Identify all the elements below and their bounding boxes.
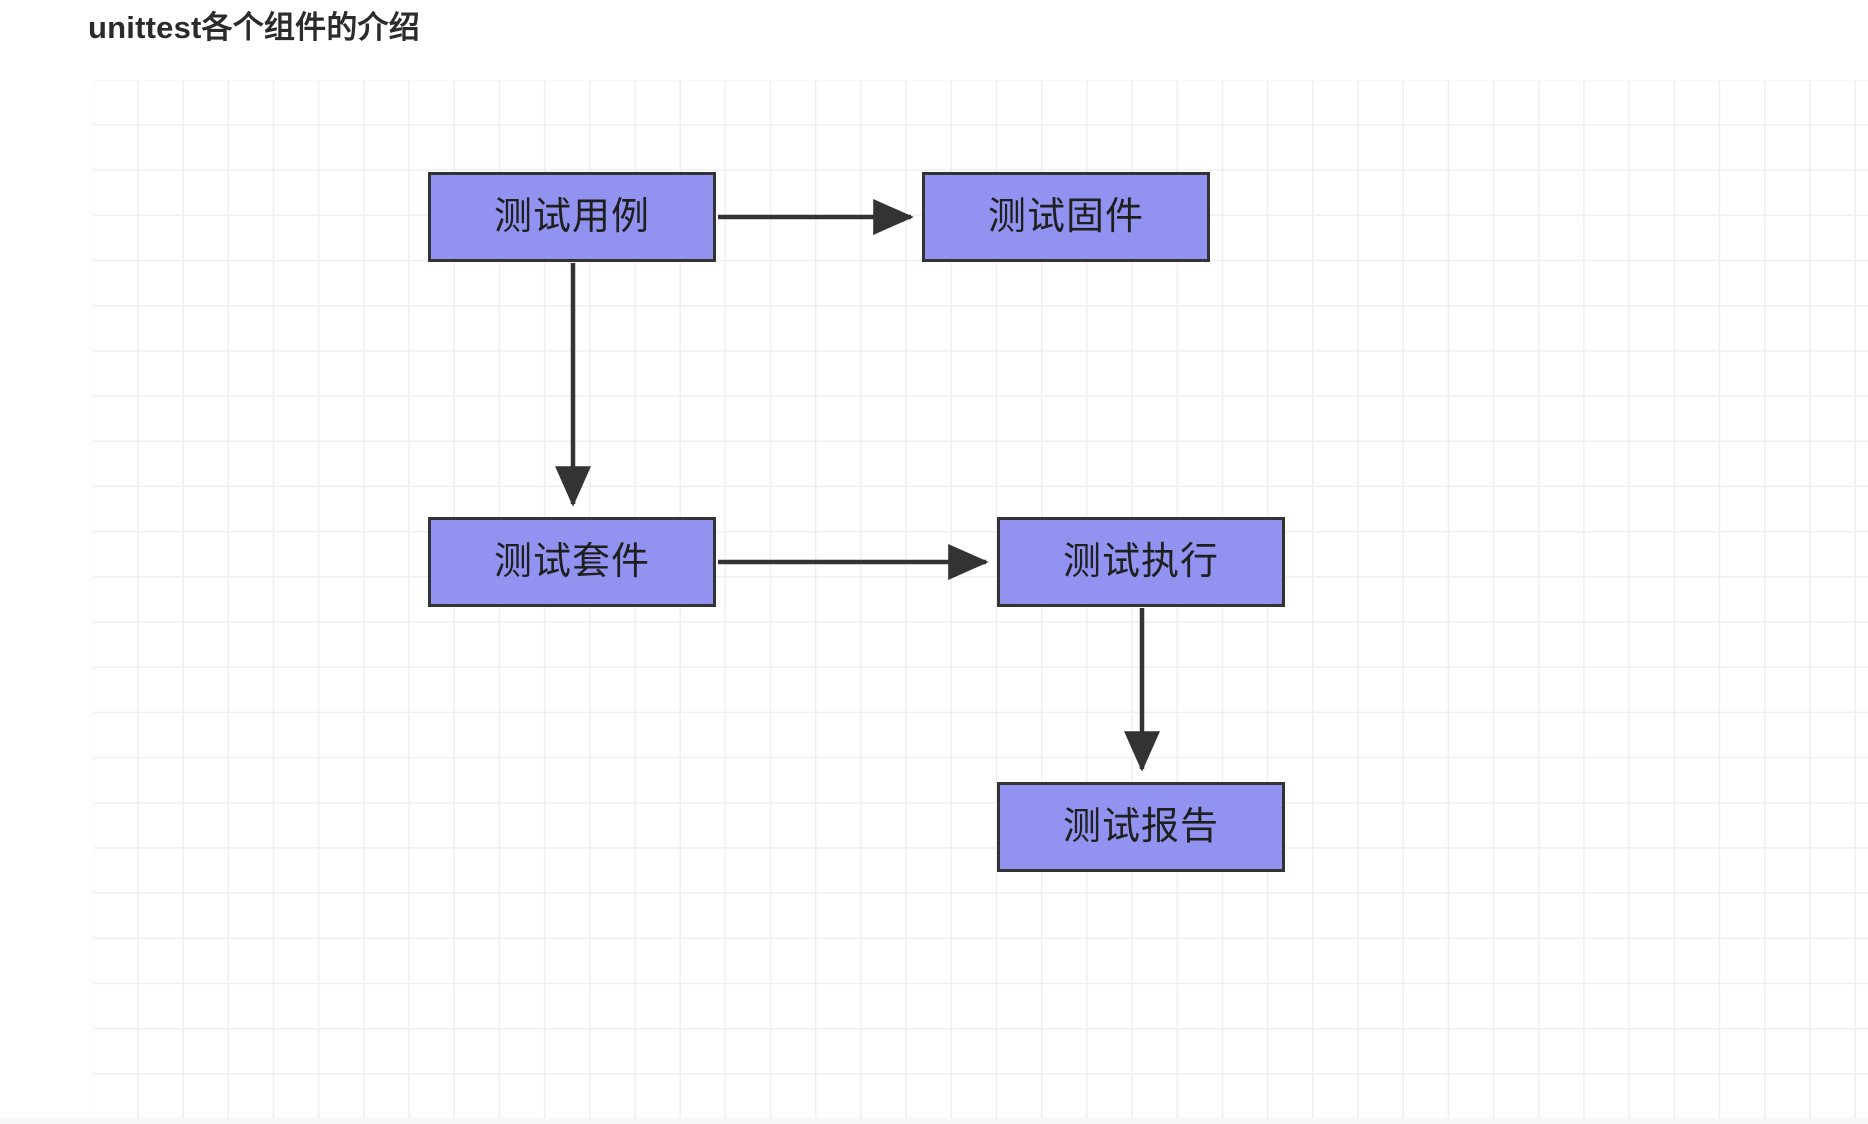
node-label-test-case: 测试用例 — [493, 196, 650, 238]
node-label-test-fixture: 测试固件 — [987, 196, 1144, 238]
node-test-runner[interactable]: 测试执行 — [997, 517, 1285, 607]
bottom-band — [0, 1118, 1868, 1124]
node-label-test-suite: 测试套件 — [493, 541, 650, 583]
diagram-canvas: 测试用例 测试固件 测试套件 测试执行 测试报告 — [93, 80, 1868, 1124]
node-test-fixture[interactable]: 测试固件 — [922, 172, 1210, 262]
node-label-test-report: 测试报告 — [1062, 806, 1219, 848]
node-test-case[interactable]: 测试用例 — [428, 172, 716, 262]
node-test-report[interactable]: 测试报告 — [997, 782, 1285, 872]
page-title: unittest各个组件的介绍 — [88, 10, 420, 45]
node-test-suite[interactable]: 测试套件 — [428, 517, 716, 607]
node-label-test-runner: 测试执行 — [1062, 541, 1219, 583]
left-gutter — [0, 0, 93, 1124]
